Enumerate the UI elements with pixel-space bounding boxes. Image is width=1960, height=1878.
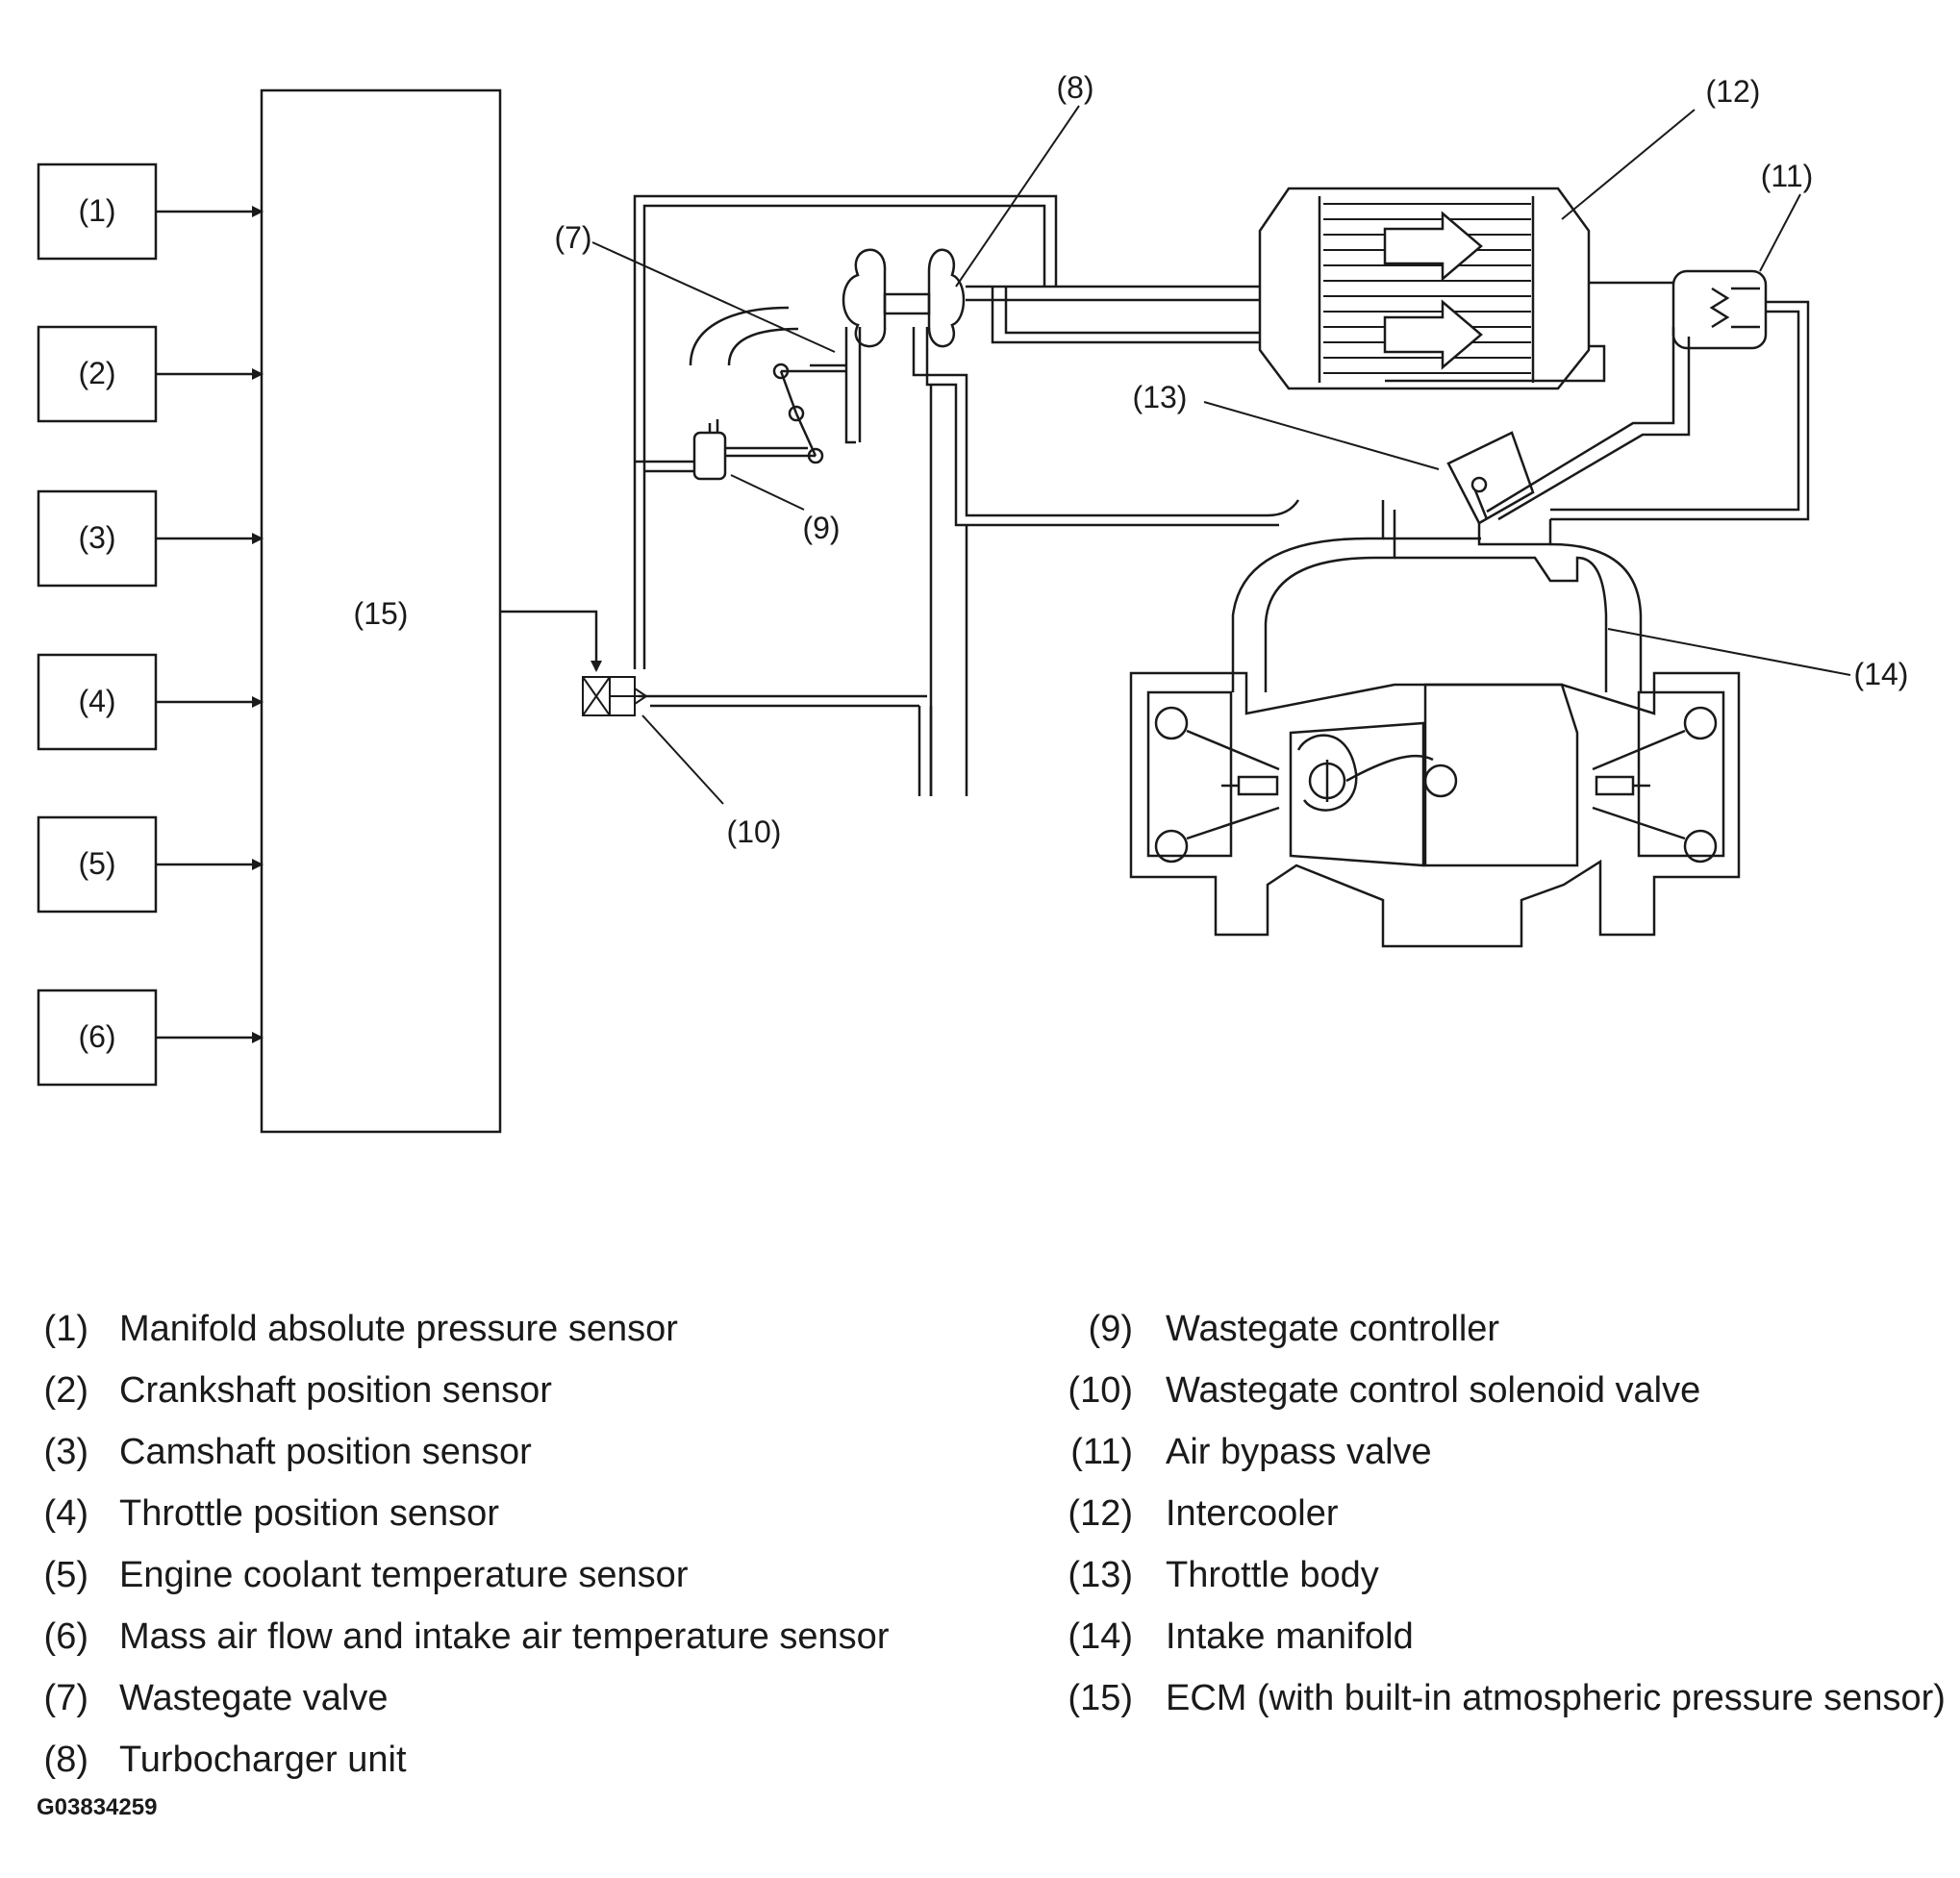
legend-left-column: (1)Manifold absolute pressure sensor (2)… [0,1298,1039,1790]
callout-9: (9) [802,511,840,545]
legend-item: (11)Air bypass valve [1070,1432,1432,1472]
air-bypass-valve [1486,269,1810,521]
svg-text:(1): (1) [78,193,115,228]
svg-text:(2): (2) [78,356,115,390]
engine-block [1129,671,1741,948]
wastegate-solenoid-valve [582,676,648,716]
wastegate-controller [692,419,816,481]
callout-7: (7) [554,220,591,255]
callout-13: (13) [1133,380,1188,414]
callout-14: (14) [1854,657,1909,691]
svg-text:(6): (6) [78,1019,115,1054]
callout-8: (8) [1056,70,1093,105]
ecm-box: (15) [260,88,502,1134]
wastegate-linkage [772,363,846,464]
figure-id: G03834259 [37,1794,158,1820]
sensor-box-2: (2) [37,325,158,423]
legend-item: (2)Crankshaft position sensor [43,1370,552,1411]
intake-manifold [1231,500,1643,692]
legend-item: (6)Mass air flow and intake air temperat… [43,1616,890,1657]
legend-item: (3)Camshaft position sensor [43,1432,532,1472]
legend-item: (10)Wastegate control solenoid valve [1068,1370,1701,1411]
svg-text:(4): (4) [78,684,115,718]
intercooler [1258,187,1673,390]
callout-labels: (7) (8) (9) (10) (11) (12) (13) (14) [554,70,1908,849]
legend-item: (1)Manifold absolute pressure sensor [43,1309,678,1349]
svg-text:(5): (5) [78,846,115,881]
sensor-box-4: (4) [37,653,158,751]
legend-item: (5)Engine coolant temperature sensor [43,1555,689,1595]
legend-item: (13)Throttle body [1068,1555,1379,1595]
sensor-signal-arrows [156,206,264,1043]
legend-item: (8)Turbocharger unit [43,1740,407,1780]
callout-11: (11) [1761,159,1814,193]
legend-right-column: (9)Wastegate controller (10)Wastegate co… [1039,1298,1960,1729]
throttle-body [1446,431,1535,525]
sensor-box-1: (1) [37,163,158,261]
svg-text:(15): (15) [354,596,409,631]
legend-item: (14)Intake manifold [1068,1616,1414,1657]
callout-10: (10) [727,814,782,849]
legend-item: (12)Intercooler [1068,1493,1339,1534]
turbocharger [689,248,1300,796]
turbo-system-diagram: (1) (2) (3) (4) (5) (6) (15) [37,70,1908,1134]
sensor-box-5: (5) [37,815,158,914]
ecm-output-wire [500,610,602,672]
svg-text:(3): (3) [78,520,115,555]
legend-item: (4)Throttle position sensor [43,1493,499,1534]
legend-item: (9)Wastegate controller [1088,1309,1500,1349]
legend-item: (15)ECM (with built-in atmospheric press… [1068,1678,1946,1718]
sensor-box-6: (6) [37,989,158,1087]
legend-item: (7)Wastegate valve [43,1678,389,1718]
callout-12: (12) [1706,74,1761,109]
sensor-box-3: (3) [37,489,158,588]
callout-leaders [591,105,1851,805]
